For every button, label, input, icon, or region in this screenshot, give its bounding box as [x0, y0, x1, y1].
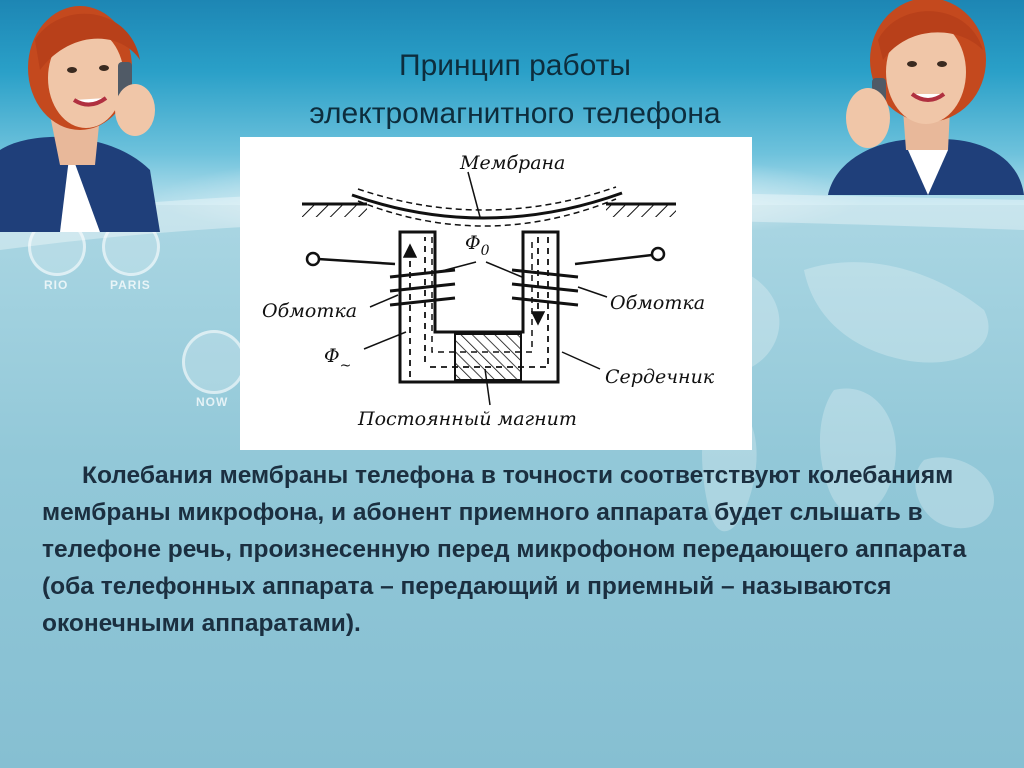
telephone-diagram-drawing: Мембрана Φ0 Обмотка Обмотка Φ~ Сердечник…: [262, 152, 715, 430]
core-shape: [398, 230, 560, 384]
world-map-decoration: [644, 262, 994, 532]
clock-label-rio: RIO: [44, 278, 69, 292]
left-terminal: [305, 251, 321, 267]
left-support: [302, 204, 367, 217]
woman-on-phone-left-image: [0, 6, 160, 232]
right-terminal: [650, 246, 666, 262]
body-paragraph: Колебания мембраны телефона в точности с…: [42, 462, 967, 637]
label-flux-constant: Φ0: [465, 232, 490, 259]
label-flux-variable: Φ~: [324, 345, 351, 374]
membrane-shape: [351, 191, 623, 220]
label-membrane: Мембрана: [459, 152, 565, 174]
label-winding-right: Обмотка: [610, 292, 705, 314]
woman-on-phone-right-image: [828, 0, 1024, 195]
clock-label-paris: PARIS: [110, 278, 151, 292]
slide-title: Принцип работы электромагнитного телефон…: [200, 42, 830, 138]
label-core: Сердечник: [605, 366, 715, 388]
telephone-diagram: Мембрана Φ0 Обмотка Обмотка Φ~ Сердечник…: [240, 137, 752, 450]
clock-now-icon: [182, 330, 246, 394]
label-winding-left: Обмотка: [262, 300, 357, 322]
permanent-magnet-shape: [454, 333, 522, 381]
slide-title-line-1: Принцип работы: [399, 49, 631, 82]
label-permanent-magnet: Постоянный магнит: [357, 408, 577, 430]
slide-title-line-2: электромагнитного телефона: [309, 97, 721, 130]
clock-label-now: NOW: [196, 395, 229, 409]
right-support: [606, 204, 676, 217]
